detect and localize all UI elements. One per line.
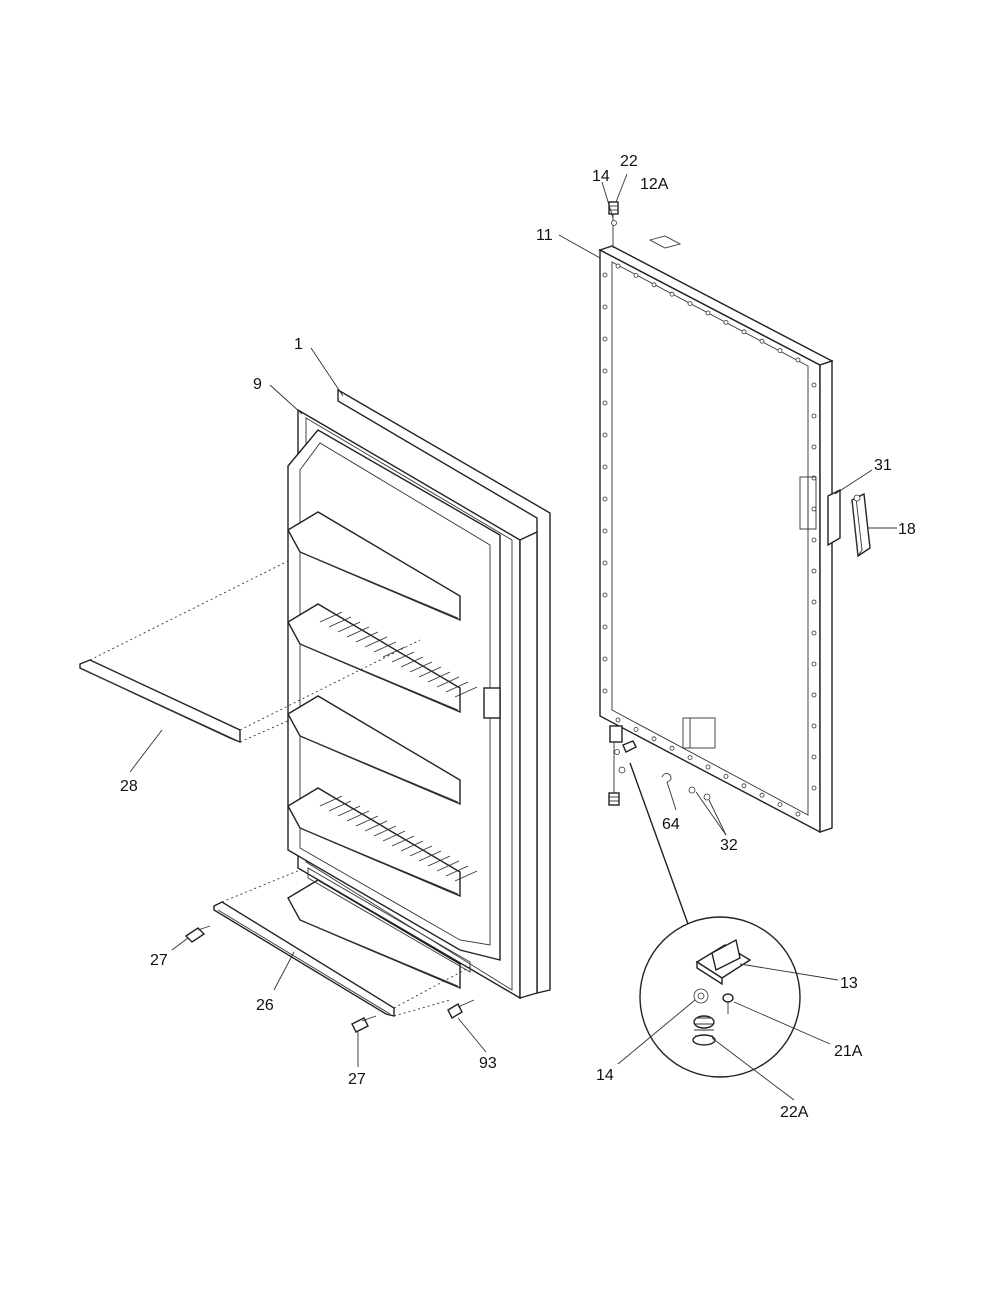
shelf-bar-26 (213, 869, 473, 1017)
shelf-bar-28 (79, 559, 421, 744)
callout-12a: 12A (640, 176, 669, 193)
callout-9: 9 (253, 376, 262, 393)
callout-93: 93 (479, 1055, 497, 1072)
callout-18: 18 (898, 521, 916, 538)
callout-27-bottom: 27 (348, 1071, 366, 1088)
callout-22a: 22A (780, 1104, 809, 1121)
leader-lines (129, 173, 897, 1101)
callout-22-top: 22 (620, 153, 638, 170)
callout-13: 13 (840, 975, 858, 992)
screws (184, 925, 475, 1033)
callout-26: 26 (256, 997, 274, 1014)
callout-21a: 21A (834, 1043, 863, 1060)
callout-1: 1 (294, 336, 303, 353)
callout-labels: 1 9 11 14 22 12A 31 18 28 64 32 27 26 27… (120, 153, 916, 1121)
inner-door-liner (287, 388, 551, 1000)
outer-door-panel (598, 235, 834, 834)
callout-14-detail: 14 (596, 1067, 614, 1084)
door-shelves (287, 511, 478, 990)
callout-28: 28 (120, 778, 138, 795)
detail-view-circle (639, 916, 801, 1078)
callout-11: 11 (536, 227, 553, 244)
callout-31: 31 (874, 457, 892, 474)
door-handle (827, 488, 871, 558)
callout-27-left: 27 (150, 952, 168, 969)
callout-32: 32 (720, 837, 738, 854)
panel-screw-holes (602, 263, 817, 817)
bottom-hinge-hardware (608, 725, 711, 806)
detail-view-parts (692, 938, 752, 1046)
top-hinge-hardware (608, 201, 619, 248)
callout-14-top: 14 (592, 168, 610, 185)
callout-64: 64 (662, 816, 680, 833)
